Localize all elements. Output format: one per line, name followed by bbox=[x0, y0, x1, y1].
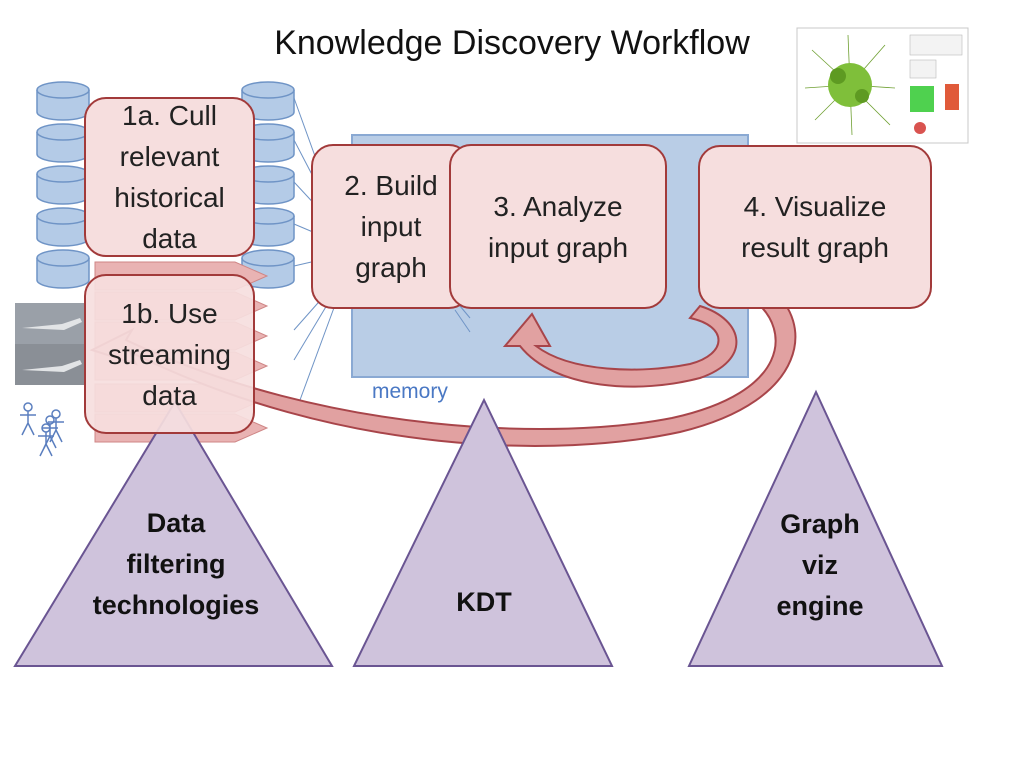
drone-photo bbox=[15, 303, 85, 385]
database-icon bbox=[36, 165, 90, 205]
triangle-data-filtering bbox=[13, 400, 334, 667]
page-title: Knowledge Discovery Workflow bbox=[274, 24, 750, 62]
database-icon bbox=[241, 207, 295, 247]
label-data-filtering-technologies: Data filtering technologies bbox=[92, 508, 260, 620]
label-graph-viz-engine: Graph viz engine bbox=[776, 509, 864, 621]
memory-label: memory bbox=[372, 380, 448, 403]
database-icon bbox=[36, 123, 90, 163]
database-icon bbox=[36, 249, 90, 289]
database-icon bbox=[241, 123, 295, 163]
chart-panels-image bbox=[909, 34, 963, 134]
step-4-visualize-result-graph: 4. Visualize result graph bbox=[698, 145, 932, 309]
database-icon bbox=[241, 81, 295, 121]
step-1a-cull-historical-data: 1a. Cull relevant historical data bbox=[84, 97, 255, 257]
step-2-build-input-graph: 2. Build input graph bbox=[311, 144, 471, 309]
network-graph-image bbox=[804, 34, 896, 136]
database-icon bbox=[36, 81, 90, 121]
step-3-analyze-input-graph: 3. Analyze input graph bbox=[449, 144, 667, 309]
database-column-right bbox=[241, 81, 295, 289]
database-column-left bbox=[36, 81, 90, 289]
triangle-graph-viz bbox=[687, 389, 944, 667]
database-icon bbox=[36, 207, 90, 247]
step-1b-streaming-data: 1b. Use streaming data bbox=[84, 274, 255, 434]
analysis-loop-arrow bbox=[502, 304, 738, 388]
graph-visualization-thumbnail bbox=[796, 27, 969, 144]
triangle-kdt bbox=[352, 397, 614, 667]
people-icon bbox=[20, 402, 64, 457]
label-kdt: KDT bbox=[456, 587, 512, 617]
